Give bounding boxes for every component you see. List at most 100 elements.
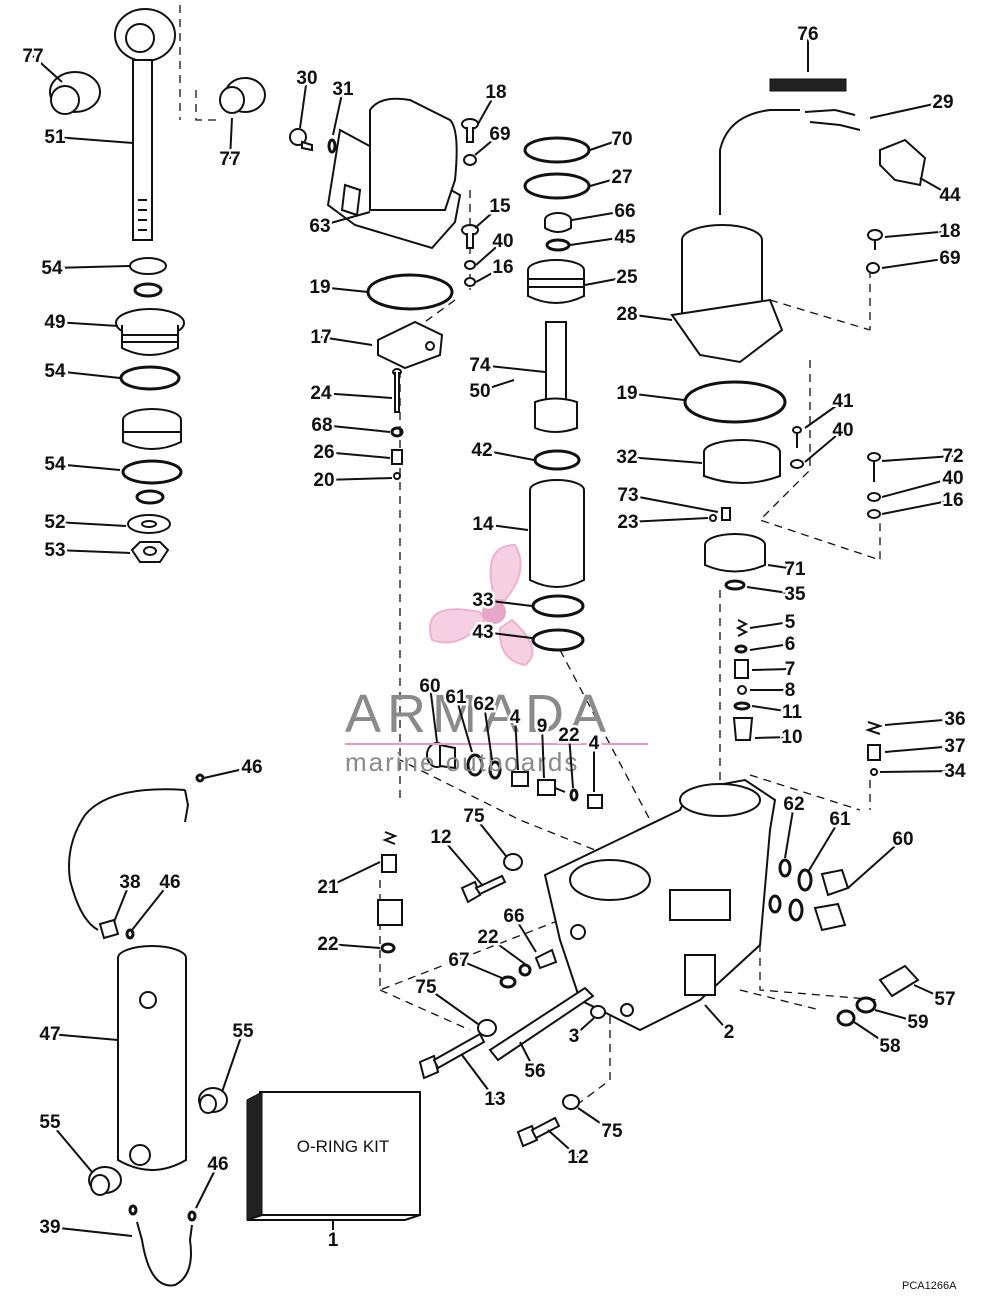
shaft-74 xyxy=(534,321,578,433)
bushing-77-right xyxy=(219,77,266,114)
nut-53 xyxy=(130,541,170,563)
leader-line xyxy=(919,177,951,196)
callout-number: 62 xyxy=(473,694,494,715)
watermark-tagline: marine outboards xyxy=(345,747,579,777)
bushing-55-right xyxy=(198,1087,228,1114)
callout-number: 56 xyxy=(524,1061,545,1082)
watermark: ARMADA marine outboards xyxy=(345,543,648,777)
callout-number: 66 xyxy=(614,201,635,222)
callout-number: 54 xyxy=(41,258,63,279)
leader-line xyxy=(327,861,381,888)
o-ring-46-a xyxy=(128,1204,138,1216)
o-ring-70 xyxy=(523,136,591,164)
callout-number: 58 xyxy=(879,1036,900,1057)
callout-number: 44 xyxy=(939,185,961,206)
ring-42 xyxy=(533,449,581,471)
o-ring-19-left xyxy=(366,273,454,311)
callout-number: 52 xyxy=(44,512,65,533)
leader-line xyxy=(879,770,956,773)
o-ring-27 xyxy=(523,172,591,200)
callout-number: 10 xyxy=(781,727,802,748)
spring-5 xyxy=(735,619,749,637)
callout-number: 61 xyxy=(445,687,467,708)
leader-line xyxy=(767,564,796,570)
callout-number: 7 xyxy=(785,659,796,680)
callout-number: 23 xyxy=(617,512,638,533)
gland-49 xyxy=(115,308,185,356)
leader-line xyxy=(626,456,703,464)
callout-number: 67 xyxy=(448,950,469,971)
plug-60-right-a xyxy=(820,868,850,897)
bolt-12-upper xyxy=(460,874,507,904)
leader-line xyxy=(881,499,954,515)
callout-number: 30 xyxy=(296,68,317,89)
leader-line xyxy=(473,815,507,857)
o-ring-45 xyxy=(545,238,571,252)
callout-number: 31 xyxy=(332,79,354,100)
valve-7 xyxy=(734,659,749,679)
spring-4-b xyxy=(587,794,603,809)
o-ring-61-right-a xyxy=(797,868,813,892)
leader-line xyxy=(113,881,131,923)
leader-line xyxy=(754,736,793,739)
washer-69-right xyxy=(866,262,880,274)
leader-line xyxy=(487,936,526,965)
o-ring-22-a xyxy=(569,788,579,802)
callout-number: 62 xyxy=(783,794,804,815)
callout-number: 14 xyxy=(472,514,494,535)
leader-line xyxy=(203,766,253,779)
leader-line xyxy=(547,1129,579,1158)
washer-16-far xyxy=(867,509,881,519)
callout-number: 46 xyxy=(207,1154,228,1175)
o-ring-54-b xyxy=(121,459,183,485)
callout-number: 26 xyxy=(313,442,334,463)
callout-number: 3 xyxy=(569,1026,580,1047)
leader-line xyxy=(321,424,391,433)
ball-20 xyxy=(393,472,401,480)
leader-line xyxy=(884,745,956,753)
hydraulic-line-upper xyxy=(68,788,190,931)
valve-body-71 xyxy=(704,533,766,573)
o-ring-43 xyxy=(531,628,585,652)
callout-number: 11 xyxy=(782,702,803,723)
assembly-guide-lines xyxy=(179,5,881,1111)
callout-number: 77 xyxy=(22,46,43,67)
callout-number: 22 xyxy=(317,934,338,955)
bushing-77-left xyxy=(49,71,101,115)
leader-line xyxy=(49,1033,119,1041)
leader-line xyxy=(481,449,535,461)
tilt-cylinder-rod-51 xyxy=(114,8,176,241)
o-ring-54-c xyxy=(135,489,165,505)
callout-number: 8 xyxy=(785,680,796,701)
plug-60-left xyxy=(426,742,456,770)
valve-9 xyxy=(537,779,566,796)
valve-26 xyxy=(391,449,403,465)
leader-line xyxy=(541,725,545,779)
o-ring-62-right-a xyxy=(778,858,792,878)
wiring-29 xyxy=(719,108,861,215)
leader-line xyxy=(475,240,504,266)
leader-line xyxy=(626,392,685,401)
o-ring-11 xyxy=(733,701,751,711)
leader-line xyxy=(320,392,393,399)
leader-line xyxy=(425,986,479,1025)
leader-line xyxy=(807,818,841,873)
o-ring-35 xyxy=(724,579,746,591)
spring-4-a xyxy=(511,771,529,787)
leader-line xyxy=(299,77,308,129)
bushing-55-left xyxy=(88,1166,122,1196)
leader-line xyxy=(319,286,369,293)
leader-line xyxy=(429,685,438,743)
callout-number: 33 xyxy=(472,590,493,611)
leader-line xyxy=(461,1054,496,1100)
valve-73 xyxy=(721,507,731,521)
leader-line xyxy=(571,210,626,221)
leader-line xyxy=(483,703,493,761)
callout-number: 34 xyxy=(944,761,966,782)
callout-number: 60 xyxy=(419,676,440,697)
leader-line xyxy=(584,276,628,286)
o-ring-62-left xyxy=(488,760,502,780)
leader-line xyxy=(881,477,954,498)
washer-3 xyxy=(590,1005,606,1019)
